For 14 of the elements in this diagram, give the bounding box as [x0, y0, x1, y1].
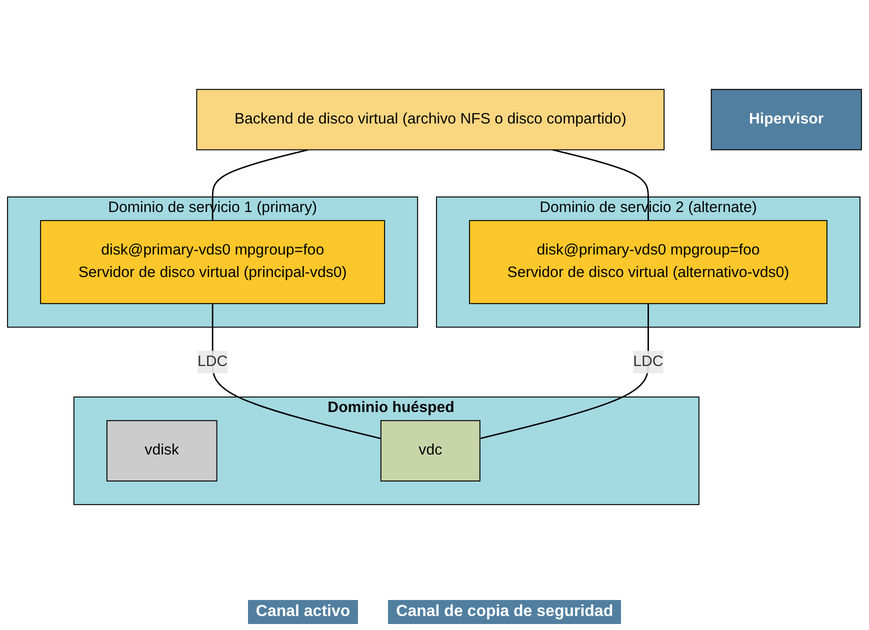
node-box: Backend de disco virtual (archivo NFS o disco compartido) — [196, 88, 665, 150]
connector — [212, 149, 308, 221]
connector — [212, 304, 382, 440]
channel-label: Canal activo — [248, 600, 358, 624]
node-box: vdisk — [106, 420, 218, 482]
node-box: disk@primary-vds0 mpgroup=foo Servidor de disco virtual (alternativo-vds0) — [469, 220, 828, 304]
node-box: vdc — [380, 420, 480, 482]
node-box: disk@primary-vds0 mpgroup=foo Servidor de disco virtual (principal-vds0) — [40, 220, 386, 304]
connector — [480, 304, 649, 440]
edge-label: LDC — [197, 354, 228, 370]
connector — [552, 149, 649, 221]
node-box: Hipervisor — [710, 88, 862, 150]
edge-label: LDC — [633, 354, 664, 370]
channel-label: Canal de copia de seguridad — [388, 600, 622, 624]
